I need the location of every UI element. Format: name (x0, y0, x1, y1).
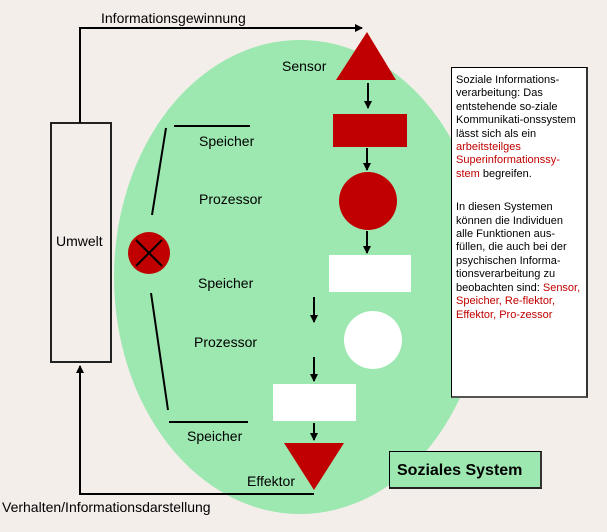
info-text: In diesen Systemen können die Individuen… (456, 201, 567, 294)
bracket-line (151, 127, 167, 216)
info-paragraph-1: Soziale Informations-verarbeitung: Das e… (456, 74, 582, 181)
info-text: begreifen. (479, 167, 532, 180)
sensor-label: Sensor (282, 58, 327, 74)
info-textbox: Soziale Informations-verarbeitung: Das e… (451, 67, 588, 398)
reflector-icon (128, 232, 170, 274)
processor-label-1: Prozessor (199, 191, 263, 207)
system-name-badge: Soziales System (389, 451, 542, 489)
environment-label: Umwelt (56, 233, 103, 249)
processor-icon-2 (344, 311, 402, 369)
processor-label-2: Prozessor (194, 334, 258, 350)
info-highlight: arbeitsteilges Superinformationssy-stem (456, 141, 560, 180)
storage-label-1: Speicher (199, 133, 255, 149)
environment-box (50, 122, 112, 363)
storage-icon-2 (329, 255, 411, 292)
input-flow-label: Informationsgewinnung (101, 10, 246, 26)
storage-icon-1 (333, 114, 407, 147)
input-flow-arrow (79, 24, 363, 123)
info-paragraph-2: In diesen Systemen können die Individuen… (456, 201, 582, 322)
storage-icon-3 (273, 384, 356, 421)
effector-label: Effektor (247, 473, 295, 489)
output-flow-label: Verhalten/Informationsdarstellung (2, 499, 211, 515)
sensor-icon (336, 32, 396, 80)
effector-icon (284, 443, 344, 490)
bracket-line (150, 292, 169, 411)
info-highlight: Sensor, Speicher, Re-flektor, Effektor, … (456, 281, 581, 321)
storage-label-2: Speicher (198, 275, 254, 291)
social-system-ellipse (114, 40, 486, 514)
info-text: Soziale Informations-verarbeitung: Das e… (456, 74, 576, 140)
output-flow-arrow (76, 365, 314, 495)
storage-label-3: Speicher (187, 428, 243, 444)
processor-icon-1 (339, 172, 397, 230)
